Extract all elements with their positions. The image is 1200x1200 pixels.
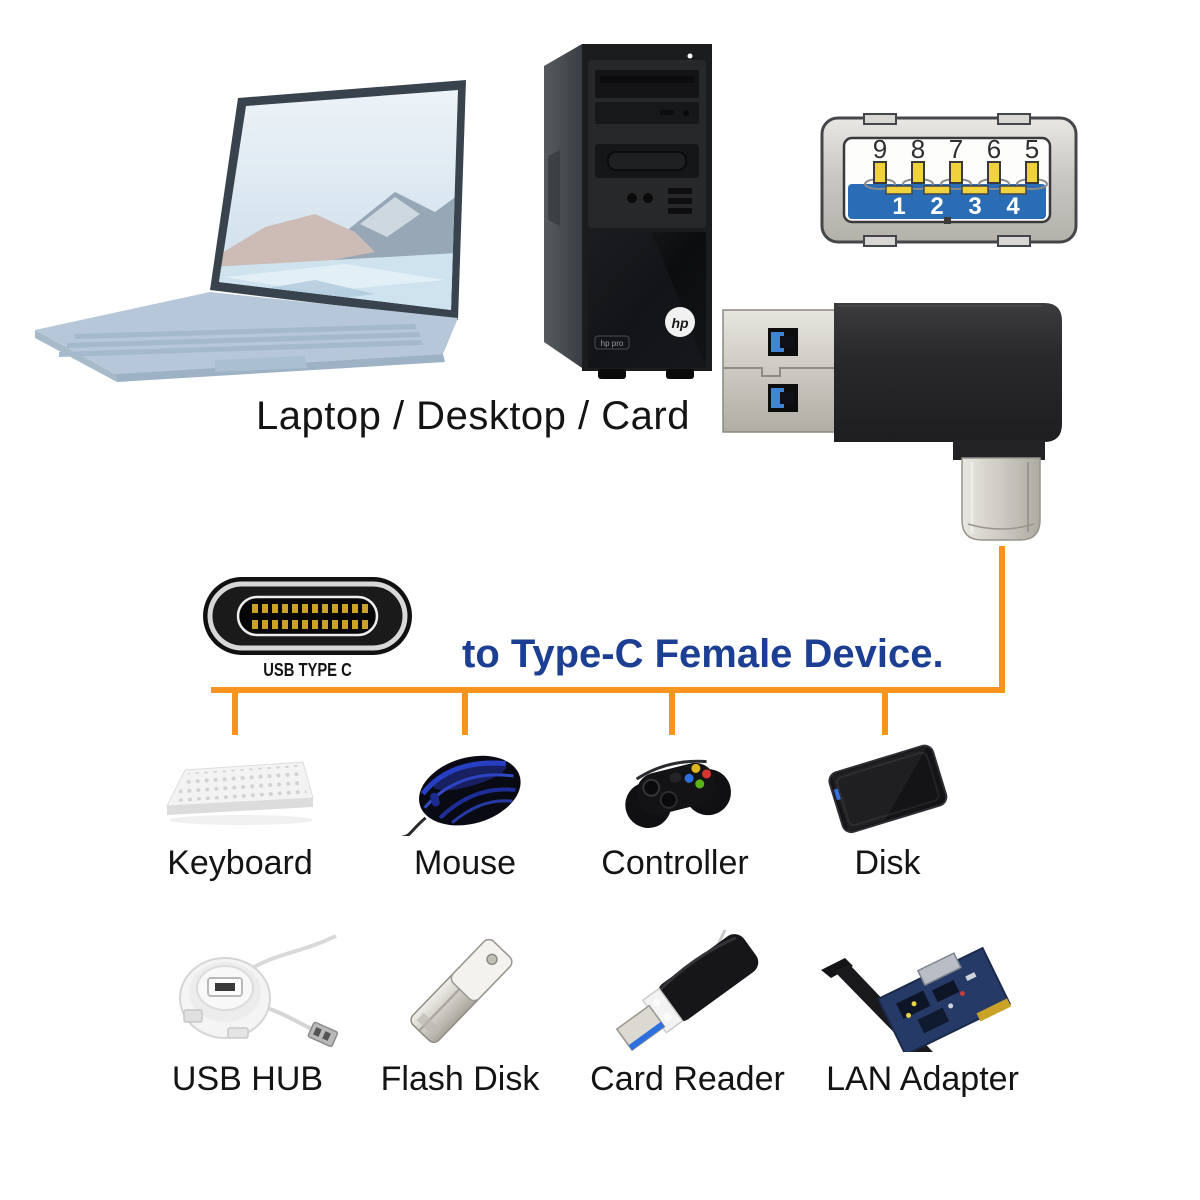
device-label: LAN Adapter xyxy=(826,1060,1019,1098)
pin-number-9: 9 xyxy=(873,134,887,164)
flash-disk-icon xyxy=(365,930,555,1052)
device-label: Mouse xyxy=(413,844,517,882)
source-caption: Laptop / Desktop / Card xyxy=(256,394,690,438)
adapter-image xyxy=(716,296,1066,551)
pin-number-4: 4 xyxy=(1006,193,1020,220)
pin-number-5: 5 xyxy=(1025,134,1039,164)
card-reader-icon xyxy=(588,930,788,1052)
desktop-tower-image: hp hp pro xyxy=(540,36,715,381)
device-label: Keyboard xyxy=(167,844,313,882)
device-label: Card Reader xyxy=(590,1060,785,1098)
mouse-icon xyxy=(390,744,540,836)
usb-type-c-label: USB TYPE C xyxy=(263,660,352,680)
typec-heading: to Type-C Female Device. xyxy=(462,632,944,676)
usb-type-c-diagram: USB TYPE C xyxy=(200,574,415,681)
device-lan-adapter: LAN Adapter xyxy=(815,930,1030,1099)
hp-model-badge: hp pro xyxy=(601,339,624,348)
device-disk: Disk xyxy=(795,744,980,883)
pin-number-6: 6 xyxy=(987,134,1001,164)
controller-icon xyxy=(600,744,750,836)
device-flash-disk: Flash Disk xyxy=(365,930,555,1099)
device-keyboard: Keyboard xyxy=(140,744,340,883)
pin-number-8: 8 xyxy=(911,134,925,164)
lan-adapter-icon xyxy=(815,930,1030,1052)
hp-logo: hp xyxy=(671,315,689,331)
device-label: Controller xyxy=(601,844,749,882)
pin-number-1: 1 xyxy=(892,193,905,220)
device-label: Disk xyxy=(854,844,921,882)
pin-number-2: 2 xyxy=(930,193,943,220)
device-usb-hub: USB HUB xyxy=(150,930,345,1099)
usb-a-pinout-diagram: 9 8 7 6 5 1 2 3 4 xyxy=(818,110,1083,250)
disk-icon xyxy=(815,744,960,836)
keyboard-icon xyxy=(155,744,325,836)
pin-number-3: 3 xyxy=(968,193,981,220)
device-label: USB HUB xyxy=(171,1060,324,1098)
device-controller: Controller xyxy=(580,744,770,883)
device-label: Flash Disk xyxy=(380,1060,540,1098)
usb-hub-icon xyxy=(150,930,345,1052)
laptop-image xyxy=(15,42,485,387)
pin-number-7: 7 xyxy=(949,134,963,164)
device-mouse: Mouse xyxy=(370,744,560,883)
device-card-reader: Card Reader xyxy=(585,930,790,1099)
